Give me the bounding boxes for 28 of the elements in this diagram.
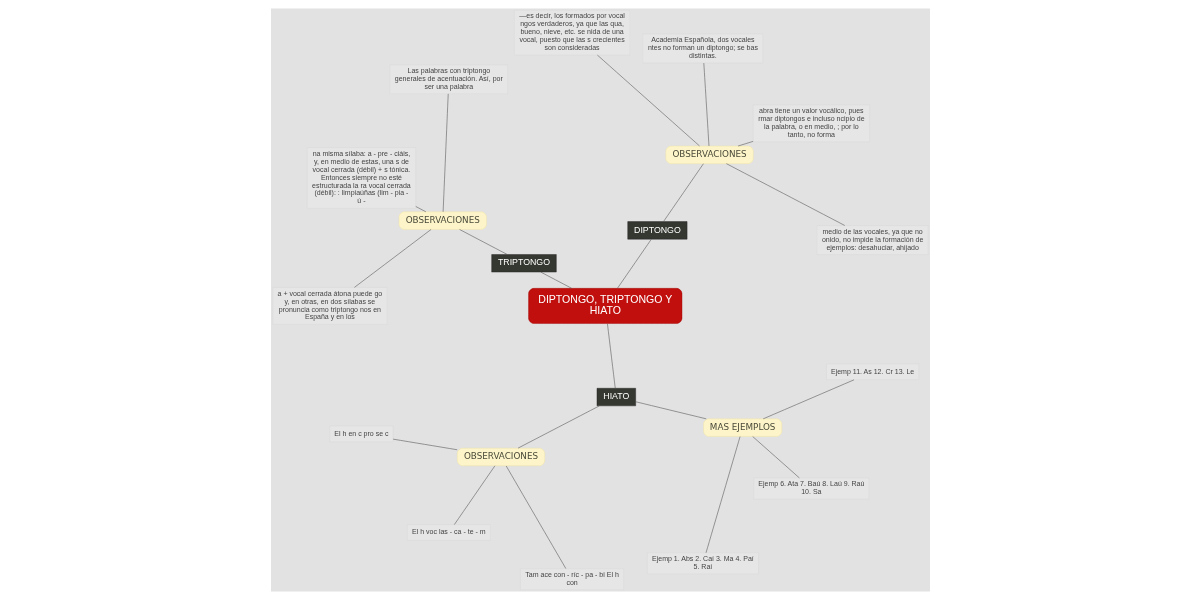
connector (662, 163, 704, 222)
connector (458, 229, 507, 255)
node-box: MAS EJEMPLOS (702, 418, 782, 437)
node-box: DIPTONGO (627, 221, 687, 240)
node-box: OBSERVACIONES (665, 145, 753, 164)
connector (353, 229, 431, 288)
node-box: OBSERVACIONES (456, 448, 545, 467)
connector (540, 271, 572, 289)
connector (517, 405, 600, 449)
connector (737, 141, 753, 147)
connector (725, 163, 845, 226)
node-box: DIPTONGO, TRIPTONGO Y HIATO (527, 288, 682, 324)
connector (392, 438, 457, 451)
connector (616, 239, 652, 289)
connector (415, 206, 426, 213)
connector (505, 465, 566, 569)
connector (606, 323, 616, 389)
connector (635, 401, 707, 420)
connector (762, 379, 854, 420)
connector (705, 436, 740, 554)
node-box: OBSERVACIONES (398, 211, 487, 230)
node-box: TRIPTONGO (490, 254, 557, 273)
connector (703, 62, 709, 147)
node-box: HIATO (596, 388, 636, 407)
connector (751, 436, 800, 479)
connector (453, 465, 495, 525)
connector (596, 54, 700, 147)
connector (442, 93, 448, 213)
